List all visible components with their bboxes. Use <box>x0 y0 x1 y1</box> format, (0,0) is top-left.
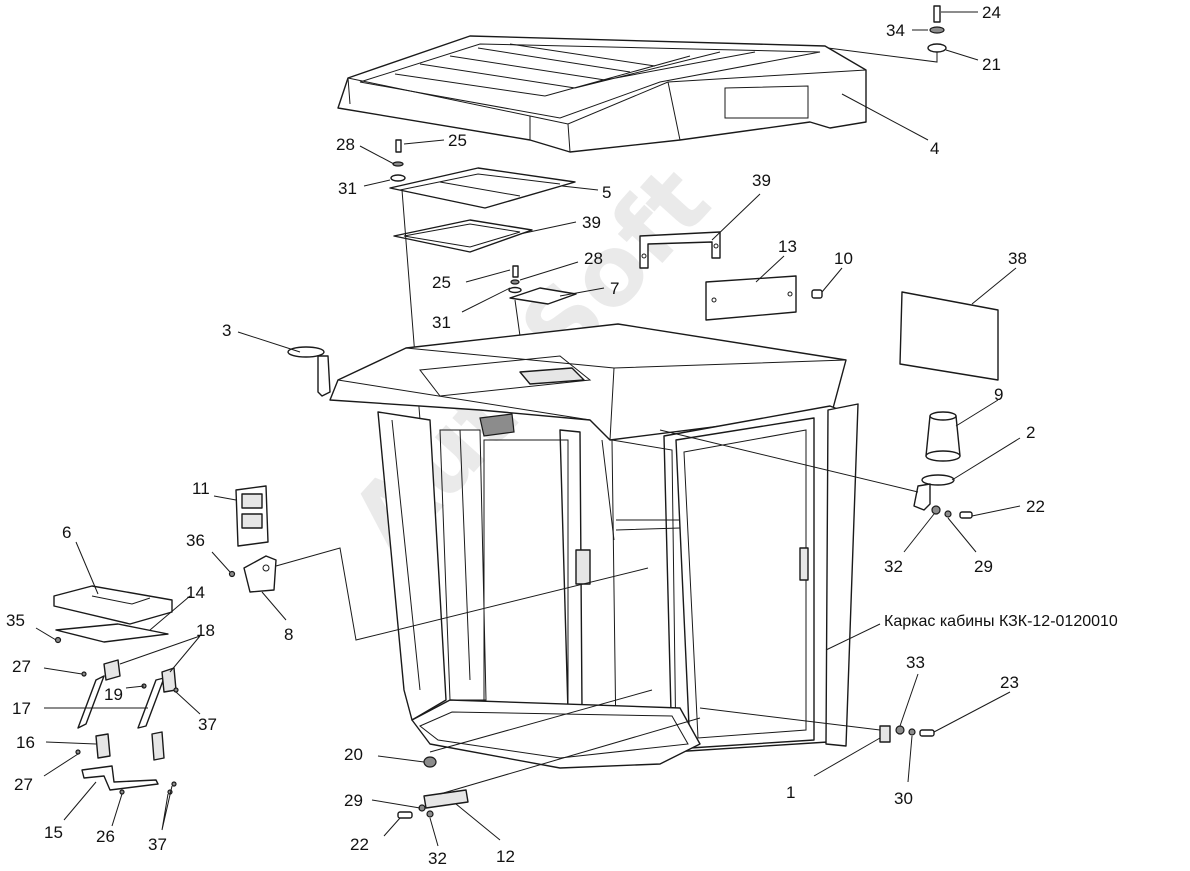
part-38-panel <box>899 291 999 381</box>
label-4: 4 <box>930 139 939 158</box>
part-7-cover <box>509 287 577 305</box>
label-14: 14 <box>186 583 205 602</box>
part-20-grommet <box>423 756 437 768</box>
label-22-right: 22 <box>1026 497 1045 516</box>
label-3: 3 <box>222 321 231 340</box>
part-39-seal-frame <box>393 219 533 253</box>
label-18: 18 <box>196 621 215 640</box>
label-27-lower: 27 <box>14 775 33 794</box>
label-16: 16 <box>16 733 35 752</box>
part-9-cap <box>925 411 961 462</box>
label-31-lower: 31 <box>432 313 451 332</box>
assembly-line-1 <box>429 689 653 753</box>
label-26: 26 <box>96 827 115 846</box>
label-13: 13 <box>778 237 797 256</box>
roof-fastener-set <box>827 5 947 63</box>
label-31-top: 31 <box>338 179 357 198</box>
fasteners-22-29-32 <box>397 804 434 819</box>
label-8: 8 <box>284 625 293 644</box>
label-9: 9 <box>994 385 1003 404</box>
label-21: 21 <box>982 55 1001 74</box>
label-2: 2 <box>1026 423 1035 442</box>
label-23: 23 <box>1000 673 1019 692</box>
label-19: 19 <box>104 685 123 704</box>
part-35-screw <box>54 636 62 644</box>
label-35: 35 <box>6 611 25 630</box>
cab-frame-caption: Каркас кабины КЗК-12-0120010 <box>884 613 1118 630</box>
label-6: 6 <box>62 523 71 542</box>
label-28-lower: 28 <box>584 249 603 268</box>
label-29-lower: 29 <box>344 791 363 810</box>
label-11: 11 <box>192 479 210 498</box>
label-28-top: 28 <box>336 135 355 154</box>
part-13-plate <box>705 275 797 321</box>
label-37-upper: 37 <box>198 715 217 734</box>
label-29-right: 29 <box>974 557 993 576</box>
part-8-switch <box>243 555 277 593</box>
assembly-line-2 <box>659 429 919 493</box>
label-39-bracket: 39 <box>752 171 771 190</box>
label-5: 5 <box>602 183 611 202</box>
label-1: 1 <box>786 783 795 802</box>
label-39-seal: 39 <box>582 213 601 232</box>
label-25-lower: 25 <box>432 273 451 292</box>
label-15: 15 <box>44 823 63 842</box>
label-25-top: 25 <box>448 131 467 150</box>
label-22-lower: 22 <box>350 835 369 854</box>
label-37-lower: 37 <box>148 835 167 854</box>
part-11-switch-block <box>235 485 269 547</box>
part-10-bolt <box>811 289 823 299</box>
label-7: 7 <box>610 279 619 298</box>
label-10: 10 <box>834 249 853 268</box>
part-5-roof-panel <box>389 167 576 209</box>
label-36: 36 <box>186 531 205 550</box>
cab-frame <box>329 323 859 769</box>
part-14-plate <box>55 623 169 643</box>
part-4-roof <box>337 35 867 153</box>
part-2-bracket <box>913 474 973 519</box>
label-32-right: 32 <box>884 557 903 576</box>
label-32-lower: 32 <box>428 849 447 868</box>
part-36-screw <box>228 570 236 578</box>
callout-labels: 24 34 21 4 28 25 31 5 39 39 13 10 <box>6 3 1118 868</box>
linkage-assembly <box>75 659 179 795</box>
label-17: 17 <box>12 699 31 718</box>
label-38: 38 <box>1008 249 1027 268</box>
part-39-bracket <box>639 231 721 269</box>
label-24: 24 <box>982 3 1001 22</box>
label-30: 30 <box>894 789 913 808</box>
label-20: 20 <box>344 745 363 764</box>
label-33: 33 <box>906 653 925 672</box>
label-12: 12 <box>496 847 515 866</box>
part-3-bracket <box>287 346 331 397</box>
connector-line-8 <box>275 547 649 641</box>
label-34: 34 <box>886 21 905 40</box>
label-27-upper: 27 <box>12 657 31 676</box>
part-6-tray <box>53 585 173 625</box>
part-12-hook <box>423 717 701 809</box>
part-1-block <box>699 707 935 743</box>
